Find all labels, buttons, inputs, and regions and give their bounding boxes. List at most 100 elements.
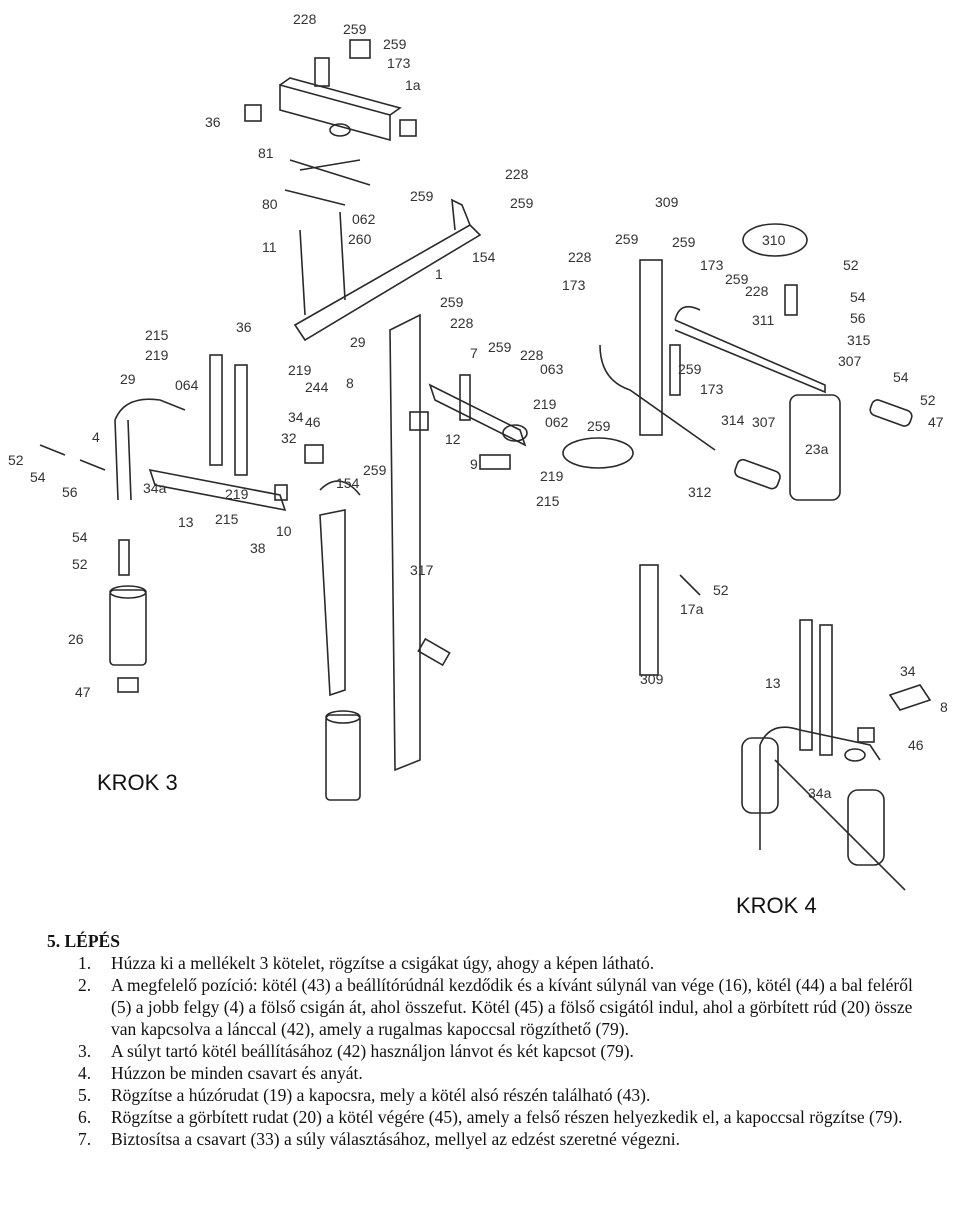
part-label: 259 (383, 36, 407, 52)
part-label: 259 (410, 188, 434, 204)
part-label: 29 (120, 371, 136, 387)
step-item: 6.Rögzítse a görbített rudat (20) a köté… (47, 1106, 927, 1128)
step-number: 4. (78, 1063, 92, 1083)
part-label: 228 (745, 283, 769, 299)
part-label: 219 (145, 347, 169, 363)
part-label: 064 (175, 377, 199, 393)
part-label: 47 (75, 684, 91, 700)
part-label: 228 (505, 166, 529, 182)
center-column (274, 313, 451, 801)
step-text: Biztosítsa a csavart (33) a súly választ… (111, 1129, 680, 1149)
part-label: 1a (405, 77, 421, 93)
part-label: 259 (343, 21, 367, 37)
step-item: 1. Húzza ki a mellékelt 3 kötelet, rögzít… (47, 952, 927, 974)
step-text: A súlyt tartó kötél beállításához (42) h… (111, 1041, 634, 1061)
part-label: 154 (336, 475, 360, 491)
part-label: 310 (762, 232, 786, 248)
part-label: 309 (655, 194, 679, 210)
part-1a-bracket (244, 39, 417, 206)
krok3-label: KROK 3 (97, 770, 178, 795)
step-text: Rögzítse a húzórudat (19) a kapocsra, me… (111, 1085, 651, 1105)
krok4-assembly (741, 619, 932, 891)
part-label: 259 (725, 271, 749, 287)
part-label: 11 (262, 239, 277, 255)
part-label: 13 (765, 675, 781, 691)
part-label: 7 (470, 345, 478, 361)
step-text: Húzza ki a mellékelt 3 kötelet, rögzítse… (111, 953, 655, 973)
steps-list: 1. Húzza ki a mellékelt 3 kötelet, rögzít… (47, 952, 927, 1150)
part-label: 259 (615, 231, 639, 247)
part-label: 315 (847, 332, 871, 348)
part-label: 52 (920, 392, 936, 408)
part-label: 38 (250, 540, 266, 556)
part-label: 259 (440, 294, 464, 310)
part-label: 312 (688, 484, 712, 500)
part-label: 12 (445, 431, 461, 447)
part-label: 29 (350, 334, 366, 350)
part-label: 173 (562, 277, 586, 293)
part-label: 317 (410, 562, 434, 578)
part-label: 46 (908, 737, 924, 753)
part-label: 52 (713, 582, 729, 598)
right-frame (599, 223, 913, 676)
part-label: 54 (850, 289, 866, 305)
part-label: 34 (288, 409, 304, 425)
part-label: 259 (678, 361, 702, 377)
step-number: 5. (78, 1085, 92, 1105)
part-label: 46 (305, 414, 321, 430)
part-label: 23a (805, 441, 829, 457)
step-item: 5. Rögzítse a húzórudat (19) a kapocsra, … (47, 1084, 927, 1106)
step-text: Rögzítse a görbített rudat (20) a kötél … (111, 1107, 903, 1127)
part-label: 259 (488, 339, 512, 355)
step-text: Húzzon be minden csavart és anyát. (111, 1063, 363, 1083)
part-label: 154 (472, 249, 496, 265)
step-number: 1. (78, 953, 92, 973)
part-label: 56 (850, 310, 866, 326)
part-label: 311 (752, 312, 775, 328)
step-item: 2.A megfelelő pozíció: kötél (43) a beál… (47, 974, 927, 1040)
exploded-view-drawing (39, 39, 932, 891)
instructions-section: 5. LÉPÉS 1.Húzza ki a mellékelt 3 kötele… (47, 930, 927, 1150)
part-label: 54 (72, 529, 88, 545)
part-label: 219 (288, 362, 312, 378)
part-label: 259 (510, 195, 534, 211)
part-label: 228 (293, 11, 317, 27)
part-label: 228 (520, 347, 544, 363)
step-number: 3. (78, 1041, 92, 1061)
part-label: 8 (346, 375, 354, 391)
part-label: 1 (435, 266, 443, 282)
part-label: 062 (545, 414, 569, 430)
part-label: 52 (72, 556, 88, 572)
part-label: 307 (752, 414, 776, 430)
part-label: 52 (8, 452, 24, 468)
left-frame (39, 354, 287, 693)
part-label: 47 (928, 414, 944, 430)
part-label: 314 (721, 412, 745, 428)
part-label: 56 (62, 484, 78, 500)
part-label: 063 (540, 361, 564, 377)
part-label: 259 (587, 418, 611, 434)
part-label: 173 (700, 257, 724, 273)
part-label: 173 (700, 381, 724, 397)
part-label: 307 (838, 353, 862, 369)
step-number: 7. (78, 1129, 92, 1149)
part-label: 215 (536, 493, 560, 509)
part-label: 228 (450, 315, 474, 331)
part-label: 52 (843, 257, 859, 273)
step-item: 7. Biztosítsa a csavart (33) a súly válas… (47, 1128, 927, 1150)
part-label: 8 (940, 699, 948, 715)
part-label: 4 (92, 429, 100, 445)
assembly-diagram: 228 259 259 173 1a 36 81 80 228 259 259 … (8, 11, 948, 918)
part-label: 228 (568, 249, 592, 265)
part-label: 26 (68, 631, 84, 647)
part-label: 34 (900, 663, 916, 679)
part-1-top-beam (293, 198, 482, 342)
part-label: 17a (680, 601, 704, 617)
part-label: 219 (540, 468, 564, 484)
part-label: 309 (640, 671, 664, 687)
part-label: 54 (893, 369, 909, 385)
krok4-label: KROK 4 (736, 893, 817, 918)
part-label: 062 (352, 211, 376, 227)
part-label: 9 (470, 456, 478, 472)
part-label: 260 (348, 231, 372, 247)
